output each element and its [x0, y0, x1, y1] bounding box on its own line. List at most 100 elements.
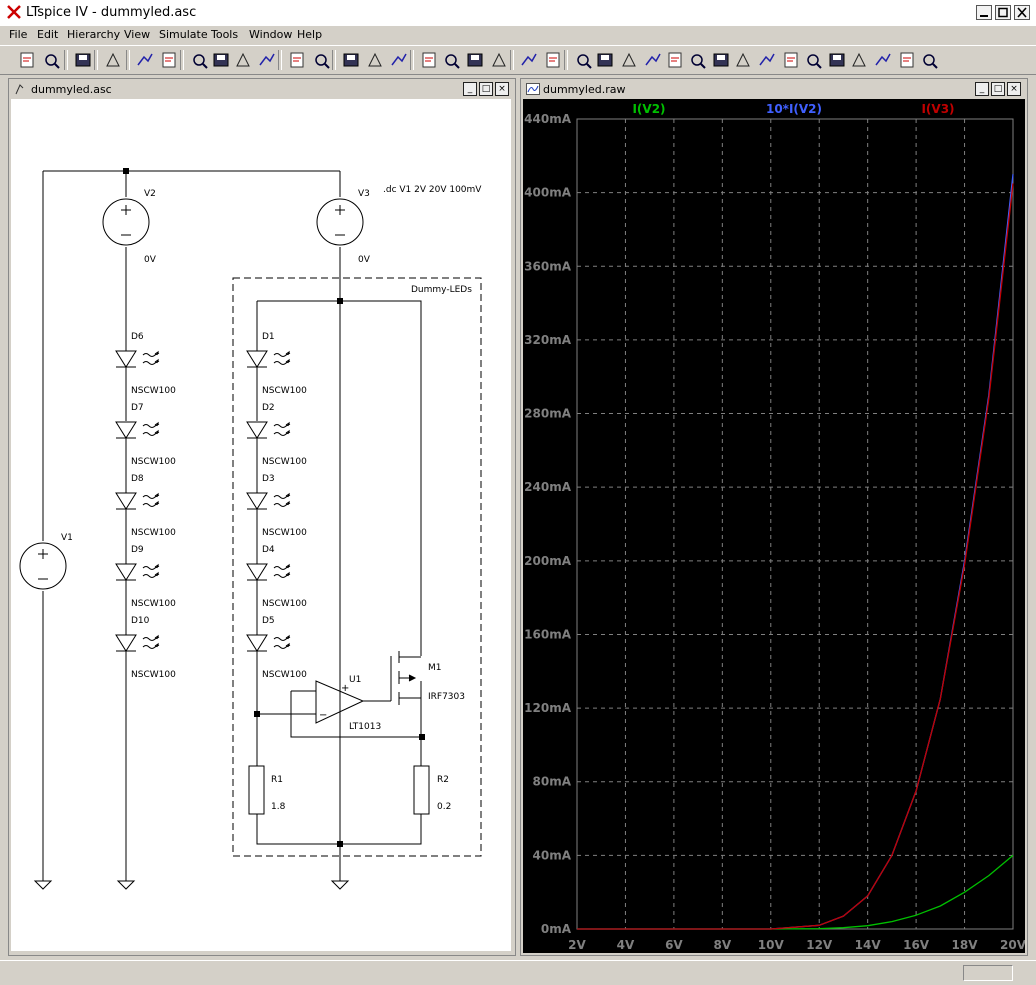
mirror-button[interactable]	[872, 49, 894, 71]
drag-button[interactable]	[780, 49, 802, 71]
led-d1[interactable]	[246, 350, 291, 368]
opamp-u1[interactable]: + − U1 LT1013	[315, 675, 381, 732]
led-d4[interactable]	[246, 563, 291, 581]
zoom-full-button[interactable]	[232, 49, 254, 71]
mosfet-model: IRF7303	[428, 692, 465, 702]
plot-close-button[interactable]: ×	[1007, 82, 1021, 96]
waveform-doc-icon	[526, 83, 540, 95]
mosfet-m1[interactable]	[390, 651, 421, 705]
undo-button[interactable]	[802, 49, 824, 71]
print-setup-button[interactable]	[518, 49, 540, 71]
halt-button[interactable]	[158, 49, 180, 71]
tile-horizontal-button[interactable]	[340, 49, 362, 71]
rotate-button[interactable]	[848, 49, 870, 71]
capacitor-button[interactable]	[664, 49, 686, 71]
move-button[interactable]	[756, 49, 778, 71]
voltage-source-v3[interactable]	[316, 198, 364, 246]
ground-button[interactable]	[594, 49, 616, 71]
capacitor-icon	[668, 52, 682, 68]
label-button[interactable]	[618, 49, 640, 71]
wires	[42, 170, 422, 881]
grounds	[33, 844, 350, 890]
zoom-in-button[interactable]	[188, 49, 210, 71]
trace-label[interactable]: 10*I(V2)	[766, 102, 822, 116]
plot-maximize-button[interactable]: □	[991, 82, 1005, 96]
led-name: D6	[131, 332, 144, 342]
led-d9[interactable]	[115, 563, 160, 581]
minimize-button[interactable]	[976, 5, 992, 20]
led-d5[interactable]	[246, 634, 291, 652]
menu-view[interactable]: View	[124, 28, 151, 41]
autorange-button[interactable]	[286, 49, 308, 71]
schematic-maximize-button[interactable]: □	[479, 82, 493, 96]
led-model: NSCW100	[131, 386, 176, 396]
dc-directive[interactable]: .dc V1 2V 20V 100mV	[383, 185, 482, 195]
schematic-canvas[interactable]: Dummy-LEDs .dc V1 2V 20V 100mV V1V20VV30…	[11, 99, 511, 951]
y-tick-label: 360mA	[524, 259, 572, 273]
led-model: NSCW100	[262, 528, 307, 538]
pan-button[interactable]	[310, 49, 332, 71]
plot-window-titlebar: dummyled.raw _ □ ×	[523, 81, 1025, 98]
led-name: D1	[262, 332, 275, 342]
resistor-r1[interactable]	[248, 765, 265, 815]
zoom-out-button[interactable]	[210, 49, 232, 71]
resistor-r2[interactable]	[413, 765, 430, 815]
cut-button[interactable]	[418, 49, 440, 71]
y-tick-label: 120mA	[524, 701, 572, 715]
toolbar-separator	[64, 50, 68, 70]
resistor-button[interactable]	[642, 49, 664, 71]
menu-tools[interactable]: Tools	[211, 28, 239, 41]
led-model: NSCW100	[262, 386, 307, 396]
inductor-button[interactable]	[686, 49, 708, 71]
led-d10[interactable]	[115, 634, 160, 652]
x-tick-label: 16V	[903, 938, 930, 952]
zoom-in-icon	[193, 54, 208, 69]
print-button[interactable]	[542, 49, 564, 71]
led-d6[interactable]	[115, 350, 160, 368]
rotate-icon	[852, 52, 866, 67]
spice-directive-button[interactable]	[918, 49, 940, 71]
maximize-button[interactable]	[995, 5, 1011, 20]
text-button[interactable]	[896, 49, 918, 71]
schematic-minimize-button[interactable]: _	[463, 82, 477, 96]
schematic-close-button[interactable]: ×	[495, 82, 509, 96]
menu-window[interactable]: Window	[249, 28, 293, 41]
menu-edit[interactable]: Edit	[37, 28, 59, 41]
save-button[interactable]	[72, 49, 94, 71]
wire-button[interactable]	[572, 49, 594, 71]
tile-vertical-button[interactable]	[388, 49, 410, 71]
trace-label[interactable]: I(V3)	[921, 102, 954, 116]
plot-minimize-button[interactable]: _	[975, 82, 989, 96]
led-d2[interactable]	[246, 421, 291, 439]
paste-button[interactable]	[464, 49, 486, 71]
voltage-source-v1[interactable]	[19, 542, 67, 590]
diode-button[interactable]	[710, 49, 732, 71]
copy-button[interactable]	[440, 49, 462, 71]
menu-hierarchy[interactable]: Hierarchy	[67, 28, 121, 41]
run-button[interactable]	[134, 49, 156, 71]
led-d8[interactable]	[115, 492, 160, 510]
led-d3[interactable]	[246, 492, 291, 510]
move-icon	[759, 53, 775, 66]
control-panel-icon	[106, 52, 120, 67]
zoom-full-icon	[236, 52, 250, 67]
component-button[interactable]	[732, 49, 754, 71]
trace-i-v3-[interactable]	[577, 183, 1014, 930]
led-d7[interactable]	[115, 421, 160, 439]
menu-help[interactable]: Help	[297, 28, 323, 41]
voltage-source-v2[interactable]	[102, 198, 150, 246]
zoom-cancel-button[interactable]	[256, 49, 278, 71]
x-tick-label: 6V	[665, 938, 683, 952]
close-button[interactable]	[1014, 5, 1030, 20]
open-button[interactable]	[40, 49, 62, 71]
find-button[interactable]	[488, 49, 510, 71]
control-panel-button[interactable]	[102, 49, 124, 71]
menu-file[interactable]: File	[9, 28, 28, 41]
toolbar	[0, 45, 1036, 75]
trace-label[interactable]: I(V2)	[632, 102, 665, 116]
new-schematic-button[interactable]	[16, 49, 38, 71]
cascade-button[interactable]	[364, 49, 386, 71]
redo-button[interactable]	[826, 49, 848, 71]
menu-simulate[interactable]: Simulate	[159, 28, 208, 41]
